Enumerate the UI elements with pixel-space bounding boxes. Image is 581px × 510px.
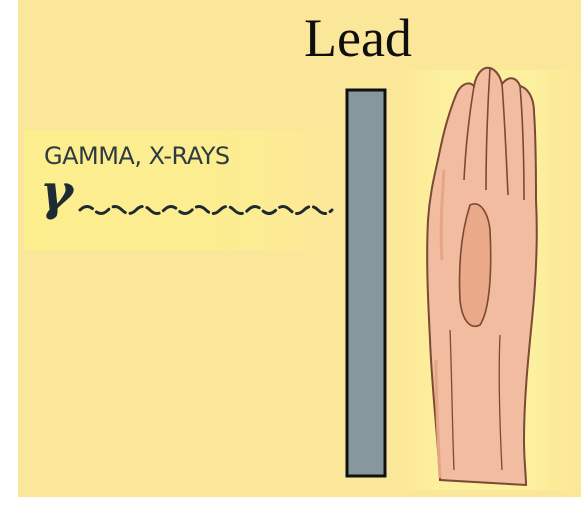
diagram-panel: Lead GAMMA, X-RAYS γ [0,0,581,497]
lead-plate [347,90,385,476]
hand-icon [427,68,537,485]
lead-label: Lead [304,8,412,68]
diagram-canvas [0,0,581,497]
gamma-symbol: γ [40,166,73,218]
